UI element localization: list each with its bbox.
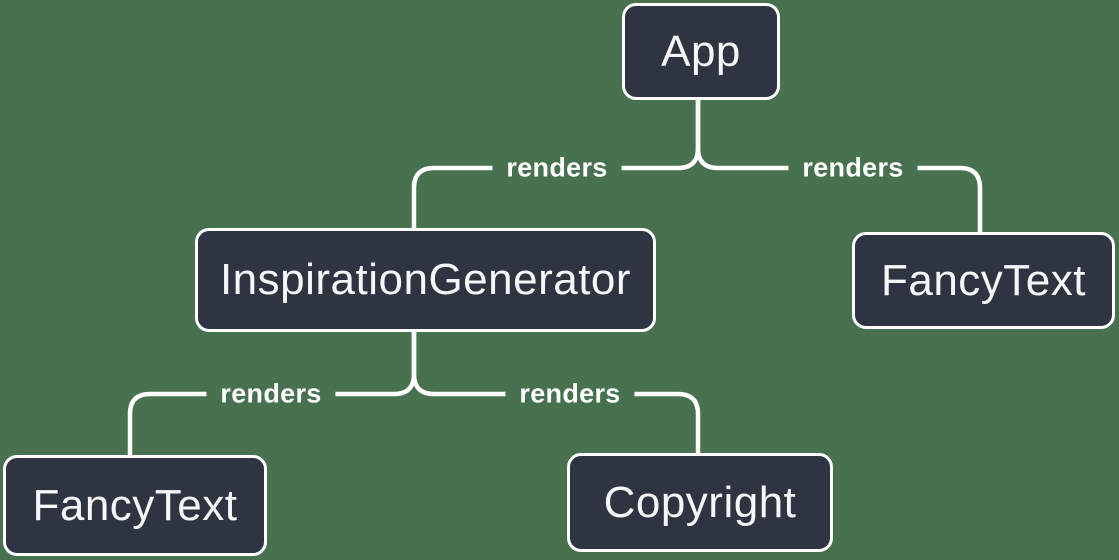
edge-label-renders-4: renders bbox=[505, 376, 635, 412]
node-fancy-text-left: FancyText bbox=[3, 455, 267, 556]
node-copyright-label: Copyright bbox=[603, 477, 797, 527]
edge-label-renders-1: renders bbox=[492, 150, 622, 186]
node-copyright: Copyright bbox=[567, 453, 833, 552]
node-inspiration-generator-label: InspirationGenerator bbox=[219, 255, 632, 304]
edge-label-renders-3: renders bbox=[206, 376, 336, 412]
node-fancy-text-right: FancyText bbox=[852, 232, 1115, 329]
node-app: App bbox=[622, 3, 780, 100]
node-fancy-text-left-label: FancyText bbox=[32, 480, 238, 530]
node-fancy-text-right-label: FancyText bbox=[880, 255, 1086, 305]
node-app-label: App bbox=[661, 26, 741, 76]
edge-label-renders-2: renders bbox=[788, 150, 918, 186]
node-inspiration-generator: InspirationGenerator bbox=[195, 228, 656, 332]
